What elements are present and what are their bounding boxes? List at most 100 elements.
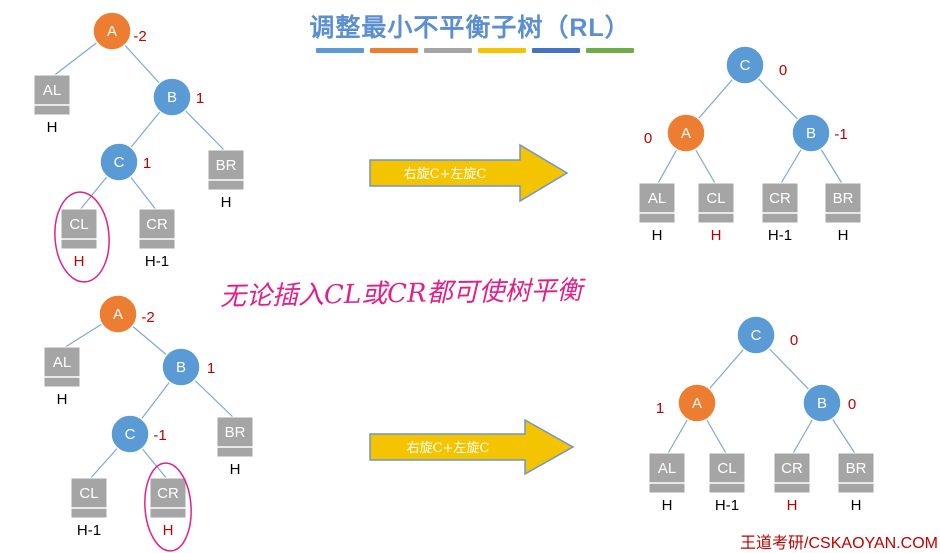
bottom_before-node-A-label: A	[113, 306, 123, 323]
top_before-subtree-AL-label: AL	[43, 82, 61, 99]
top_after-subtree-CR-height: H-1	[768, 227, 792, 244]
bottom_before-subtree-CL	[70, 477, 108, 519]
bottom_after-node-C-label: C	[751, 327, 762, 344]
bottom_after-subtree-CR	[773, 452, 811, 494]
bottom_before-node-C-balance-factor: -1	[153, 427, 166, 444]
top_before-subtree-AL-height: H	[47, 119, 58, 136]
bottom_before-subtree-BR	[216, 416, 254, 458]
top_before-node-B	[152, 77, 192, 117]
title-stripe	[370, 48, 418, 53]
title-stripe	[532, 48, 580, 53]
top_before-subtree-CL	[60, 208, 98, 250]
top_after-subtree-BR	[824, 182, 862, 224]
bottom_before-node-C	[110, 414, 150, 454]
bottom_before-subtree-BR-label: BR	[225, 424, 246, 441]
top_after-node-A	[666, 113, 706, 153]
top_after-node-B-balance-factor: -1	[834, 126, 847, 143]
top_after-subtree-CR	[761, 182, 799, 224]
bottom_before-node-B-balance-factor: 1	[207, 360, 215, 377]
title-stripe	[424, 48, 472, 53]
title-stripe	[478, 48, 526, 53]
bottom_after-node-C	[736, 315, 776, 355]
top_before-subtree-CL-highlight-circle	[54, 191, 110, 283]
bottom_before-node-A-balance-factor: -2	[141, 309, 154, 326]
top_after-node-B-label: B	[806, 125, 816, 142]
bottom_after-subtree-AL	[648, 452, 686, 494]
top_before-node-A	[92, 11, 132, 51]
top_before-subtree-AL	[33, 74, 71, 116]
bottom_before-node-B-label: B	[176, 359, 186, 376]
title-stripe	[586, 48, 634, 53]
watermark: 王道考研/CSKAOYAN.COM	[740, 534, 938, 552]
bottom_before-subtree-CL-height: H-1	[77, 522, 101, 539]
top_after-node-A-label: A	[681, 125, 691, 142]
arrow-top: 右旋C+左旋C	[369, 143, 569, 203]
top_before-node-A-balance-factor: -2	[133, 28, 146, 45]
bottom_before-subtree-CR-height: H	[163, 522, 174, 539]
arrow-bottom: 右旋C+左旋C	[369, 418, 575, 476]
bottom_after-subtree-CR-height: H	[787, 497, 798, 514]
bottom_after-subtree-CL-height: H-1	[715, 497, 739, 514]
top_before-node-B-label: B	[167, 89, 177, 106]
top_before-node-B-balance-factor: 1	[196, 90, 204, 107]
top_before-node-C	[99, 142, 139, 182]
bottom_after-subtree-CL	[708, 452, 746, 494]
bottom_after-subtree-CR-label: CR	[781, 460, 803, 477]
top_before-subtree-CL-height: H	[74, 253, 85, 270]
bottom_after-node-B	[802, 383, 842, 423]
title-stripe	[316, 48, 364, 53]
bottom_before-node-C-label: C	[125, 426, 136, 443]
top_before-subtree-CR-label: CR	[146, 216, 168, 233]
top_before-subtree-BR-height: H	[221, 194, 232, 211]
top_before-subtree-BR-label: BR	[216, 157, 237, 174]
top_after-subtree-AL	[638, 182, 676, 224]
arrow-bottom-shape	[369, 418, 575, 476]
bottom_before-subtree-AL	[43, 346, 81, 388]
title-underline-stripes	[316, 48, 634, 53]
bottom_after-node-A-label: A	[692, 395, 702, 412]
bottom_after-subtree-AL-label: AL	[658, 460, 676, 477]
arrow-top-shape	[369, 143, 569, 203]
arrow-bottom-label: 右旋C+左旋C	[407, 441, 490, 456]
bottom_after-subtree-AL-height: H	[662, 497, 673, 514]
top_after-subtree-CR-label: CR	[769, 190, 791, 207]
bottom_after-node-A-balance-factor: 1	[656, 400, 664, 417]
top_after-subtree-BR-label: BR	[833, 190, 854, 207]
top_after-subtree-BR-height: H	[838, 227, 849, 244]
bottom_before-subtree-BR-height: H	[230, 461, 241, 478]
top_before-node-C-balance-factor: 1	[143, 155, 151, 172]
top_after-node-A-balance-factor: 0	[644, 130, 652, 147]
top_after-node-C-balance-factor: 0	[779, 62, 787, 79]
bottom_before-node-A	[98, 294, 138, 334]
top_before-subtree-BR	[207, 149, 245, 191]
bottom_before-subtree-AL-height: H	[57, 391, 68, 408]
top_after-node-B	[791, 113, 831, 153]
top_after-node-C	[725, 45, 765, 85]
top_before-subtree-CR	[138, 208, 176, 250]
bottom_before-subtree-CL-label: CL	[79, 485, 98, 502]
bottom_after-subtree-BR	[837, 452, 875, 494]
bottom_before-subtree-CR	[149, 477, 187, 519]
top_after-subtree-AL-label: AL	[648, 190, 666, 207]
page-title: 调整最小不平衡子树（RL）	[309, 14, 631, 42]
bottom_after-node-A	[677, 383, 717, 423]
bottom_before-subtree-CR-label: CR	[157, 485, 179, 502]
top_before-node-C-label: C	[114, 154, 125, 171]
handwritten-note: 无论插入CL或CR都可使树平衡	[220, 276, 587, 312]
top_after-node-C-label: C	[740, 57, 751, 74]
top_before-subtree-CL-label: CL	[69, 216, 88, 233]
top_after-subtree-CL-height: H	[711, 227, 722, 244]
bottom_before-node-B	[161, 347, 201, 387]
top_before-node-A-label: A	[107, 23, 117, 40]
bottom_before-subtree-AL-label: AL	[53, 354, 71, 371]
bottom_after-node-B-balance-factor: 0	[848, 396, 856, 413]
bottom_after-node-B-label: B	[817, 395, 827, 412]
bottom_after-subtree-CL-label: CL	[717, 460, 736, 477]
top_after-subtree-CL	[697, 182, 735, 224]
bottom_after-subtree-BR-height: H	[851, 497, 862, 514]
top_after-subtree-CL-label: CL	[706, 190, 725, 207]
bottom_after-subtree-BR-label: BR	[846, 460, 867, 477]
top_before-subtree-CR-height: H-1	[145, 253, 169, 270]
